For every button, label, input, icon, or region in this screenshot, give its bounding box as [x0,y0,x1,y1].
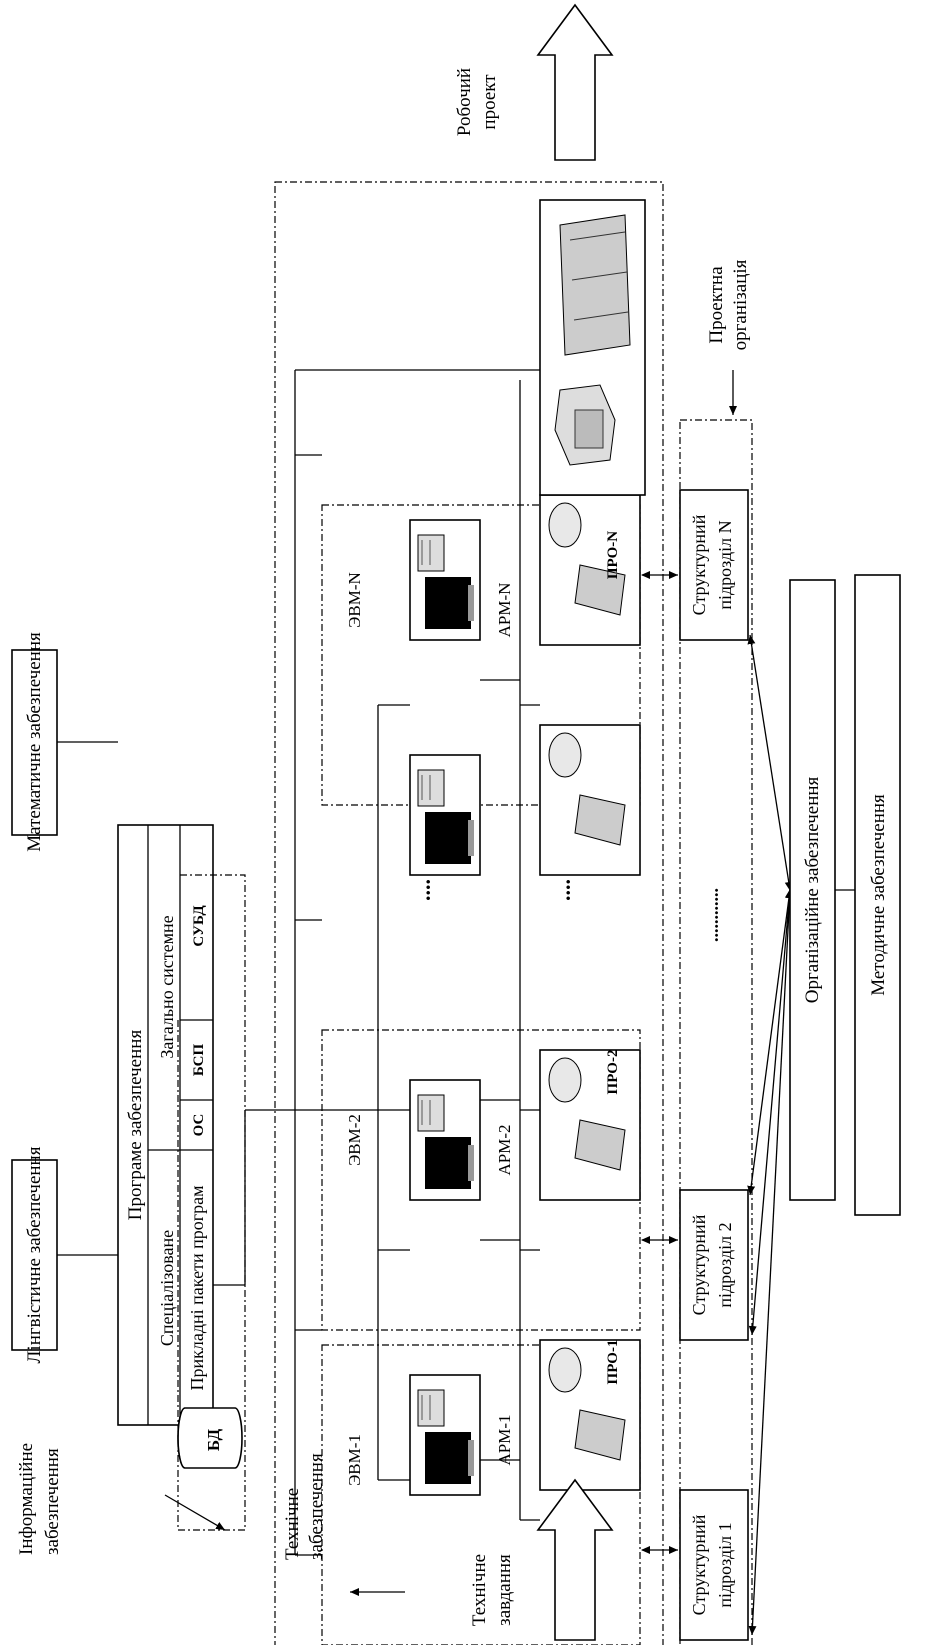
pro-1-label: ПРО-1 [605,1340,621,1385]
methodical-support-box: Методичне забезпечення [854,574,901,1216]
evm-n-label: ЭВМ-N [345,572,364,628]
link-org-unitn [747,634,793,891]
peripherals-n [539,494,641,646]
general-system-label: Загально системне [157,915,177,1058]
technical-task-line1: Технічне [469,1554,490,1626]
organizational-support-box: Організаційне забезпечення [789,579,836,1201]
evm-2-label: ЭВМ-2 [345,1114,364,1166]
project-org-line1: Проектна [706,266,727,344]
work-project-line1: Робочий [454,68,475,136]
dots-peripherals: .... [550,879,575,901]
ling-support-label: Лінгвістичне забезпечення [24,1146,45,1363]
pro-2-label: ПРО-2 [605,1050,621,1095]
organizational-support-label: Організаційне забезпечення [802,776,823,1003]
peripherals-mid [539,724,641,876]
work-project-line2: проект [479,74,500,130]
peripherals-2 [539,1049,641,1201]
db-label: БД [204,1429,223,1452]
node-n-region [321,504,641,806]
tech-support-line1: Технічне [282,1488,303,1560]
math-support-box: Математичне забезпечення [11,632,58,852]
dots-computers: .... [410,879,435,901]
os-label: ОС [191,1114,207,1137]
ling-support-box: Лінгвістичне забезпечення [11,1146,58,1363]
printer-plotter-box [539,199,646,496]
info-support-region [177,874,246,1531]
specialized-label: Спеціалізоване [157,1230,177,1346]
math-support-label: Математичне забезпечення [24,632,45,852]
info-support-line1: Інформаційне [16,1443,37,1555]
unit-1-line2: підрозділ 1 [715,1522,735,1607]
computer-1 [409,1374,481,1496]
arm-1-label: АРМ-1 [495,1414,514,1465]
computer-2 [409,1079,481,1201]
unit-n-line2: підрозділ N [715,520,735,609]
link-org-unit2a [747,889,793,1196]
structural-unit-n: Структурний підрозділ N [679,489,749,641]
pro-n-label: ПРО-N [605,531,621,579]
unit-1-line1: Структурний [689,1514,709,1615]
applied-packages-label: Прикладні пакети програм [187,1186,207,1391]
unit-2-line1: Структурний [689,1214,709,1315]
arm-n-label: АРМ-N [495,583,514,638]
info-support-line2: забезпечення [42,1448,63,1555]
network-bus [213,369,540,1556]
project-org-line2: організація [730,259,751,350]
arm-2-label: АРМ-2 [495,1124,514,1175]
unit-2-line2: підрозділ 2 [715,1222,735,1307]
work-project-arrow [536,3,614,161]
computer-mid [409,754,481,876]
technical-task-arrow [536,1478,614,1641]
info-support-arrow [164,1494,226,1531]
bsp-label: БСП [191,1044,207,1077]
structural-unit-2: Структурний підрозділ 2 [679,1189,749,1341]
evm-1-label: ЭВМ-1 [345,1434,364,1486]
tech-support-region [274,181,664,1645]
software-title: Програме забезпечення [125,1030,146,1221]
dots-units: ............ [702,888,722,942]
peripherals-1 [539,1339,641,1491]
tech-support-line2: забезпечення [306,1453,327,1560]
methodical-support-label: Методичне забезпечення [868,794,889,996]
structural-unit-1: Структурний підрозділ 1 [679,1489,749,1641]
dbms-label: СУБД [191,905,207,947]
database-cylinder: БД [177,1407,243,1469]
software-block: Програме забезпечення Загально системне … [117,824,214,1426]
link-org-unit1 [748,889,794,1636]
node-1-region [321,1344,641,1645]
computer-n [409,519,481,641]
unit-n-line1: Структурний [689,514,709,615]
technical-task-line2: завдання [494,1554,515,1626]
